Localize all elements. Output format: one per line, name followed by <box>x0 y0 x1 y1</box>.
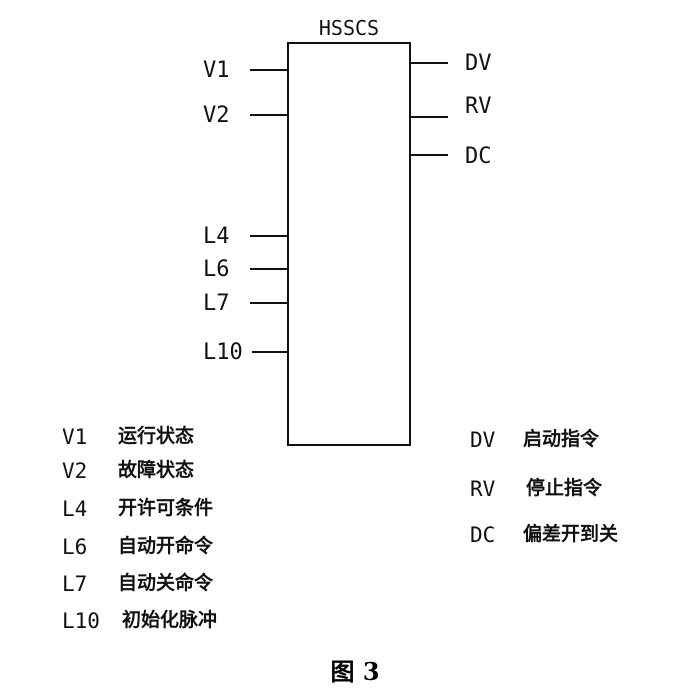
input-v1: V1 <box>203 58 288 83</box>
legend-code-dv: DV <box>470 428 496 452</box>
input-label-v2: V2 <box>203 103 230 128</box>
legend-code-v1: V1 <box>62 425 87 449</box>
legend-code-l7: L7 <box>62 572 87 596</box>
legend-left: V1 运行状态 V2 故障状态 L4 开许可条件 L6 自动开命令 L7 自动关… <box>62 424 217 633</box>
figure-caption: 图 3 <box>330 657 379 686</box>
input-l10: L10 <box>203 340 288 365</box>
output-dc: DC <box>410 144 492 169</box>
legend-code-l4: L4 <box>62 497 87 521</box>
input-v2: V2 <box>203 103 288 128</box>
output-label-dv: DV <box>465 51 492 76</box>
output-dv: DV <box>410 51 492 76</box>
input-label-l4: L4 <box>203 224 230 249</box>
block-title: HSSCS <box>319 16 379 40</box>
input-label-v1: V1 <box>203 58 230 83</box>
legend-code-rv: RV <box>470 477 496 501</box>
legend-desc-rv: 停止指令 <box>526 476 603 499</box>
hsscs-block <box>287 42 411 446</box>
input-label-l7: L7 <box>203 291 230 316</box>
legend-desc-l10: 初始化脉冲 <box>122 608 217 631</box>
legend-code-v2: V2 <box>62 459 87 483</box>
output-label-dc: DC <box>465 144 492 169</box>
legend-desc-l4: 开许可条件 <box>118 496 213 519</box>
legend-code-l6: L6 <box>62 535 87 559</box>
legend-code-l10: L10 <box>62 609 100 633</box>
legend-code-dc: DC <box>470 523 495 547</box>
legend-desc-v1: 运行状态 <box>118 424 194 447</box>
output-label-rv: RV <box>465 94 492 119</box>
legend-desc-dc: 偏差开到关 <box>523 522 618 545</box>
legend-desc-dv: 启动指令 <box>523 427 600 450</box>
input-l6: L6 <box>203 257 288 282</box>
input-l4: L4 <box>203 224 288 249</box>
legend-desc-l7: 自动关命令 <box>118 571 214 594</box>
legend-desc-l6: 自动开命令 <box>118 534 214 557</box>
input-label-l6: L6 <box>203 257 230 282</box>
input-l7: L7 <box>203 291 288 316</box>
legend-desc-v2: 故障状态 <box>118 458 194 481</box>
legend-right: DV 启动指令 RV 停止指令 DC 偏差开到关 <box>470 427 618 547</box>
output-rv: RV <box>410 94 492 119</box>
input-label-l10: L10 <box>203 340 243 365</box>
